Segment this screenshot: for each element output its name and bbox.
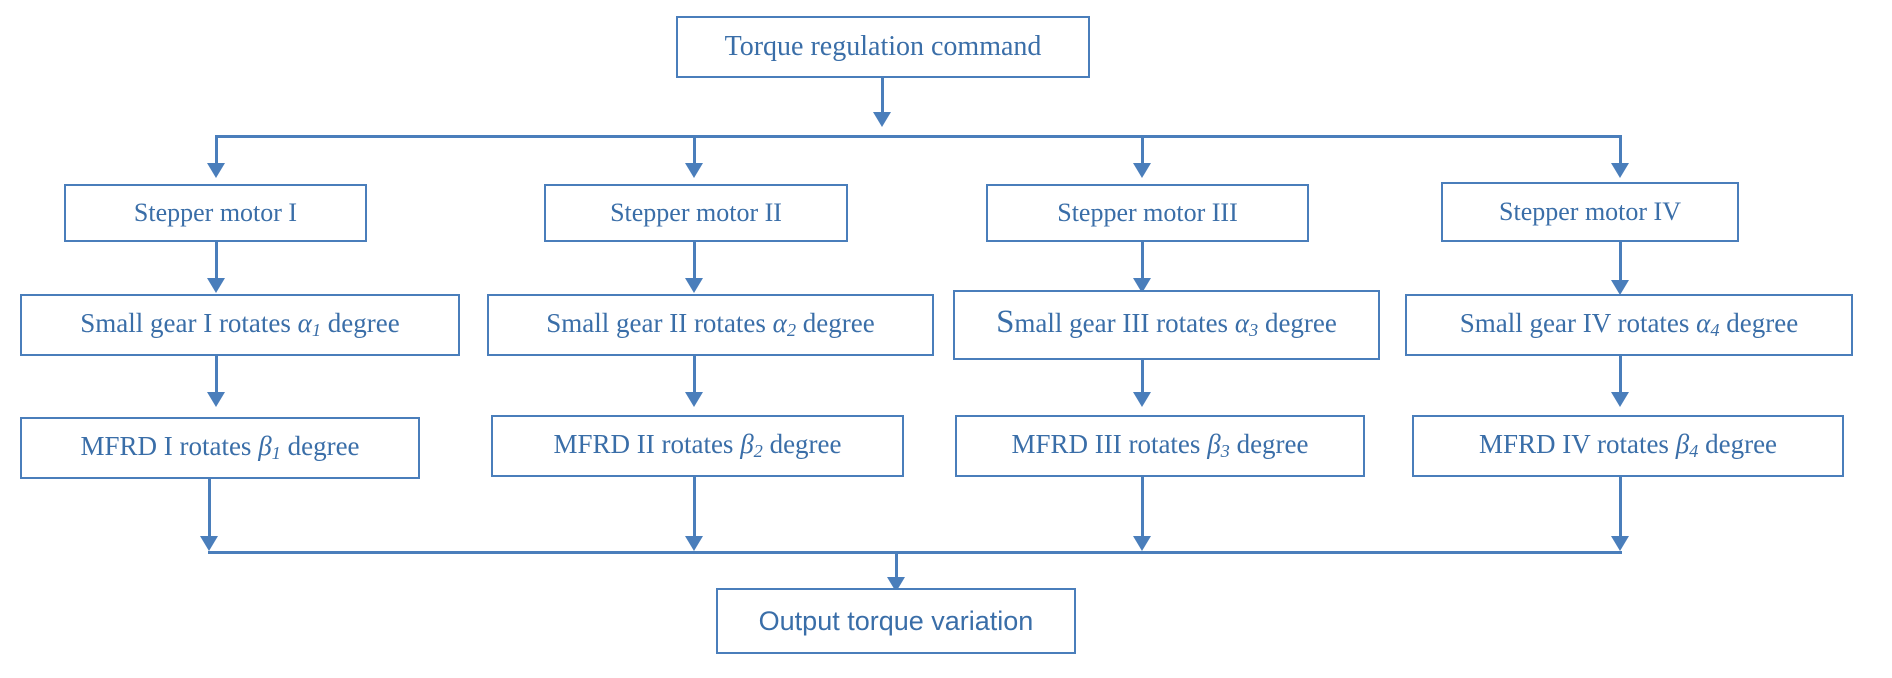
- arrowhead-fanout-2: [685, 163, 703, 178]
- node-mfrd-3[interactable]: MFRD III rotates β3 degree: [955, 415, 1365, 477]
- node-label: MFRD IV rotates β4 degree: [1479, 430, 1777, 461]
- mfrd-suffix-text: degree: [762, 429, 842, 460]
- node-label: Small gear IV rotates α4 degree: [1460, 309, 1799, 340]
- gear-suffix-text: degree: [1719, 308, 1799, 339]
- arrowhead-mfrd4-to-bus: [1611, 536, 1629, 551]
- node-label: Stepper motor I: [133, 198, 298, 228]
- node-stepper-motor-2[interactable]: Stepper motor II: [544, 184, 848, 242]
- arrowhead-fanout-1: [207, 163, 225, 178]
- mfrd-suffix-text: degree: [1229, 429, 1309, 460]
- mfrd-suffix-text: degree: [1698, 429, 1778, 460]
- arrowhead-top-stem: [873, 112, 891, 127]
- node-label: MFRD I rotates β1 degree: [80, 432, 359, 463]
- mfrd-angle-symbol: β4: [1675, 429, 1699, 462]
- node-mfrd-1[interactable]: MFRD I rotates β1 degree: [20, 417, 420, 479]
- node-small-gear-2[interactable]: Small gear II rotates α2 degree: [487, 294, 934, 356]
- mfrd-prefix-text: MFRD IV rotates: [1478, 429, 1676, 460]
- node-mfrd-2[interactable]: MFRD II rotates β2 degree: [491, 415, 904, 477]
- mfrd-prefix-text: MFRD III rotates: [1011, 429, 1208, 460]
- connector-fanout-drop-4: [1619, 135, 1622, 167]
- mfrd-prefix-text: MFRD I rotates: [80, 431, 259, 462]
- node-label: Output torque variation: [758, 605, 1034, 636]
- connector-bus-to-output: [895, 551, 898, 585]
- mfrd-angle-symbol: β3: [1207, 429, 1230, 462]
- arrowhead-fanout-3: [1133, 163, 1151, 178]
- gear-prefix-capital: S: [996, 304, 1015, 341]
- node-label: Stepper motor III: [1057, 198, 1238, 228]
- arrowhead-gear4-to-mfrd4: [1611, 392, 1629, 407]
- connector-motor2-to-gear2: [693, 242, 696, 280]
- connector-motor4-to-gear4: [1619, 242, 1622, 284]
- gear-suffix-text: degree: [1258, 308, 1337, 339]
- node-label: Torque regulation command: [724, 31, 1042, 63]
- gear-prefix-text: Small gear IV rotates: [1459, 308, 1697, 339]
- node-label: Small gear I rotates α1 degree: [80, 309, 400, 340]
- gear-prefix-text: Small gear II rotates: [546, 308, 773, 339]
- gear-prefix-text: Small gear I rotates: [80, 308, 298, 339]
- gear-angle-symbol: α2: [772, 308, 797, 341]
- node-stepper-motor-3[interactable]: Stepper motor III: [986, 184, 1309, 242]
- gear-suffix-text: degree: [796, 308, 875, 339]
- arrowhead-motor4-to-gear4: [1611, 280, 1629, 295]
- arrowhead-mfrd1-to-bus: [200, 536, 218, 551]
- node-label: MFRD II rotates β2 degree: [553, 430, 841, 461]
- mfrd-angle-symbol: β1: [258, 431, 281, 464]
- node-label: Small gear II rotates α2 degree: [546, 309, 875, 340]
- gear-prefix-text: mall gear III rotates: [1014, 308, 1235, 339]
- gear-angle-symbol: α4: [1696, 308, 1720, 341]
- connector-mfrd1-to-bus: [208, 479, 211, 537]
- arrowhead-motor1-to-gear1: [207, 278, 225, 293]
- arrowhead-mfrd2-to-bus: [685, 536, 703, 551]
- connector-gear3-to-mfrd3: [1141, 360, 1144, 394]
- connector-fanin-bus: [208, 551, 1622, 554]
- arrowhead-motor2-to-gear2: [685, 278, 703, 293]
- connector-gear1-to-mfrd1: [215, 356, 218, 394]
- arrowhead-gear3-to-mfrd3: [1133, 392, 1151, 407]
- node-mfrd-4[interactable]: MFRD IV rotates β4 degree: [1412, 415, 1844, 477]
- node-stepper-motor-1[interactable]: Stepper motor I: [64, 184, 367, 242]
- arrowhead-fanout-4: [1611, 163, 1629, 178]
- mfrd-suffix-text: degree: [280, 431, 360, 462]
- connector-gear2-to-mfrd2: [693, 356, 696, 394]
- arrowhead-gear1-to-mfrd1: [207, 392, 225, 407]
- node-output-torque-variation[interactable]: Output torque variation: [716, 588, 1076, 654]
- connector-motor1-to-gear1: [215, 242, 218, 280]
- node-label: MFRD III rotates β3 degree: [1011, 430, 1308, 461]
- connector-fanout-drop-3: [1141, 135, 1144, 167]
- arrowhead-motor3-to-gear3: [1133, 278, 1151, 293]
- connector-mfrd4-to-bus: [1619, 477, 1622, 537]
- gear-angle-symbol: α3: [1234, 308, 1259, 341]
- connector-fanout-drop-2: [693, 135, 696, 167]
- connector-fanout-bus: [215, 135, 1621, 138]
- connector-mfrd2-to-bus: [693, 477, 696, 537]
- gear-suffix-text: degree: [321, 308, 400, 339]
- node-label: Stepper motor IV: [1499, 197, 1681, 227]
- arrowhead-mfrd3-to-bus: [1133, 536, 1151, 551]
- connector-mfrd3-to-bus: [1141, 477, 1144, 537]
- connector-fanout-drop-1: [215, 135, 218, 167]
- node-small-gear-1[interactable]: Small gear I rotates α1 degree: [20, 294, 460, 356]
- arrowhead-gear2-to-mfrd2: [685, 392, 703, 407]
- mfrd-prefix-text: MFRD II rotates: [553, 429, 741, 460]
- node-label: Stepper motor II: [610, 198, 782, 228]
- connector-top-stem: [881, 78, 884, 116]
- mfrd-angle-symbol: β2: [740, 429, 763, 462]
- node-label: Small gear III rotates α3 degree: [996, 306, 1337, 341]
- node-small-gear-4[interactable]: Small gear IV rotates α4 degree: [1405, 294, 1853, 356]
- node-torque-regulation-command[interactable]: Torque regulation command: [676, 16, 1090, 78]
- connector-motor3-to-gear3: [1141, 242, 1144, 282]
- node-stepper-motor-4[interactable]: Stepper motor IV: [1441, 182, 1739, 242]
- gear-angle-symbol: α1: [297, 308, 322, 341]
- connector-gear4-to-mfrd4: [1619, 356, 1622, 394]
- node-small-gear-3[interactable]: Small gear III rotates α3 degree: [953, 290, 1380, 360]
